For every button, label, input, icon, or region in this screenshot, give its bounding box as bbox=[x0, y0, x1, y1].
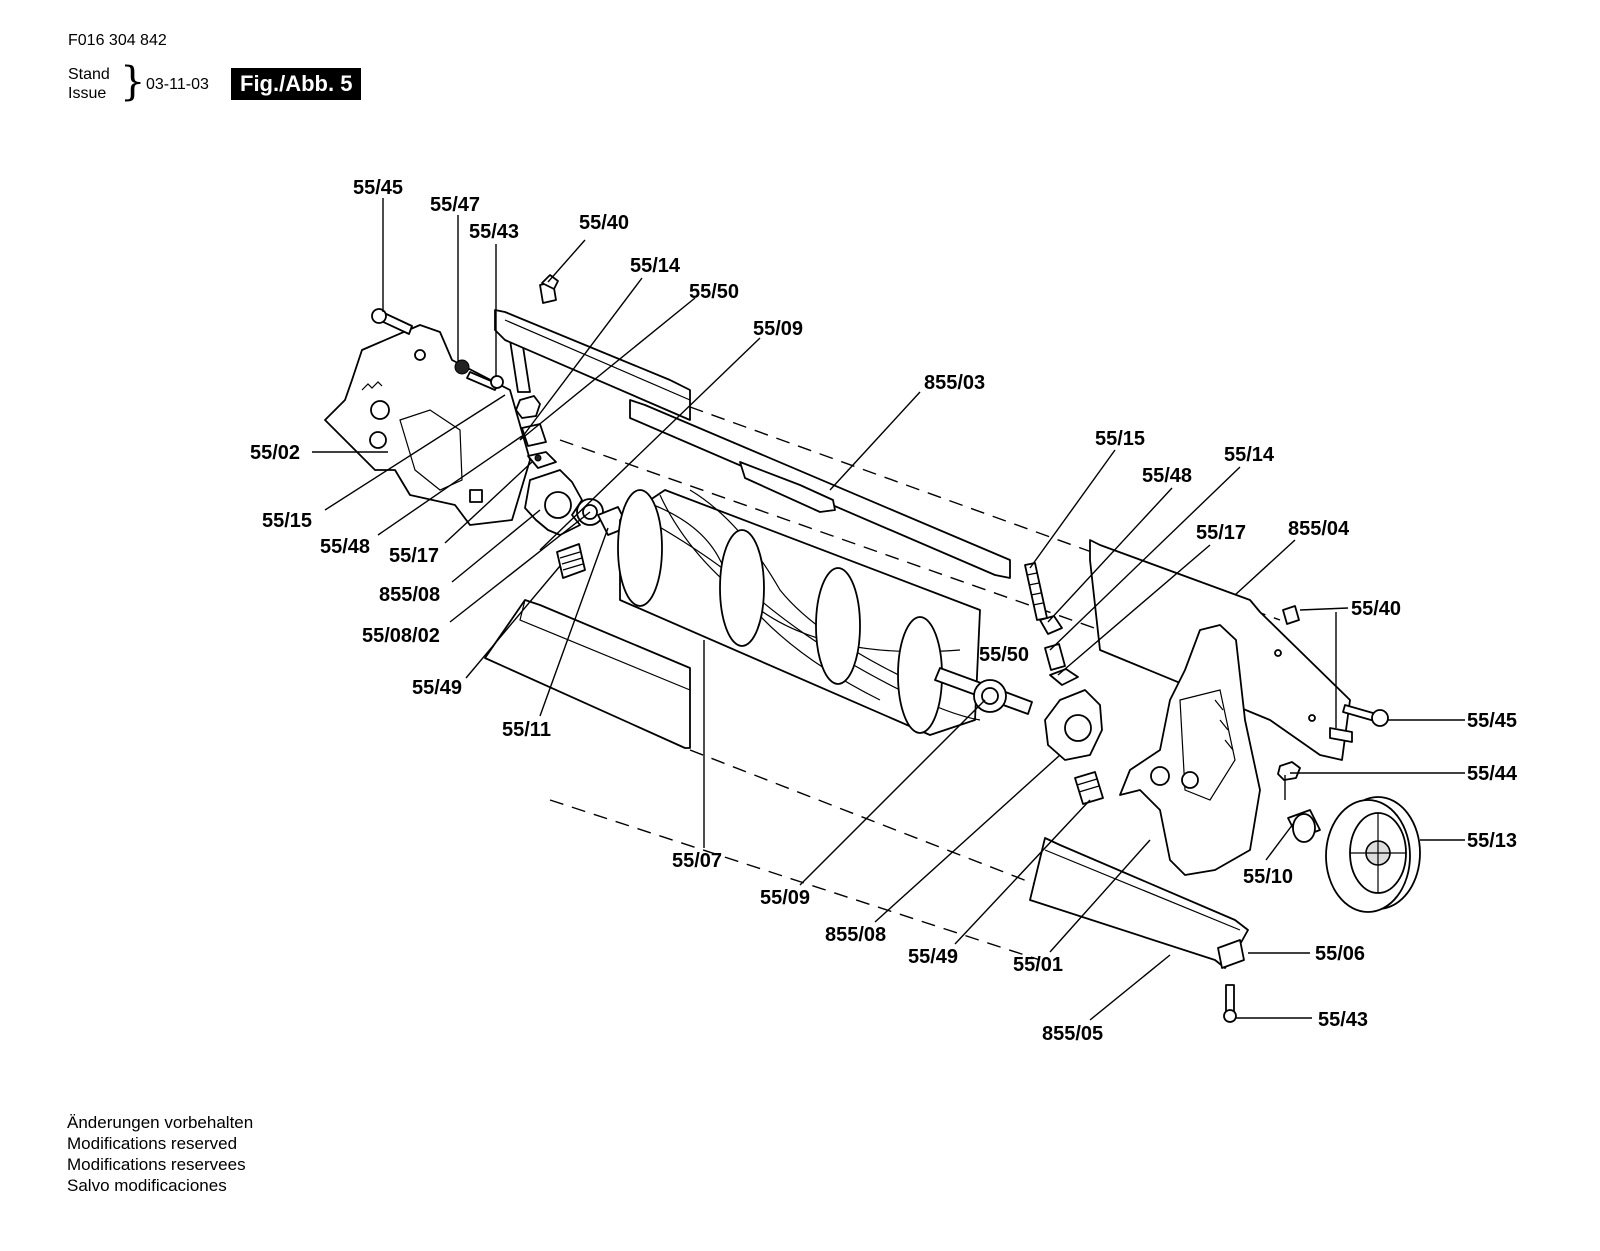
cutting-reel bbox=[617, 489, 1033, 736]
leader-lines bbox=[312, 198, 1465, 1021]
left-bearing-housing bbox=[524, 469, 629, 579]
callout-label: 55/45 bbox=[353, 177, 403, 199]
footer-notice: Änderungen vorbehalten Modifications res… bbox=[67, 1112, 253, 1196]
callout-label: 55/43 bbox=[469, 221, 519, 243]
footer-line-fr: Modifications reservees bbox=[67, 1155, 246, 1174]
callout-label: 855/08 bbox=[825, 924, 886, 946]
callout-label: 55/14 bbox=[1224, 444, 1275, 466]
upper-cross-bar bbox=[629, 399, 1011, 579]
callout-label: 55/15 bbox=[262, 510, 312, 532]
callout-label: 55/02 bbox=[250, 442, 300, 464]
right-bearing-housing bbox=[1024, 562, 1104, 805]
callout-label: 55/01 bbox=[1013, 954, 1063, 976]
issue-label: Issue bbox=[68, 85, 107, 102]
callout-label: 855/08 bbox=[379, 584, 440, 606]
callout-label: 55/17 bbox=[389, 545, 439, 567]
callout-labels: 55/45 55/47 55/43 55/40 55/14 55/50 55/0… bbox=[250, 177, 1518, 1045]
callout-label: 55/08/02 bbox=[362, 625, 440, 647]
callout-label: 55/10 bbox=[1243, 866, 1293, 888]
callout-label: 55/17 bbox=[1196, 522, 1246, 544]
footer-line-de: Änderungen vorbehalten bbox=[67, 1113, 254, 1132]
right-side-plate bbox=[1119, 624, 1261, 876]
footer-line-en: Modifications reserved bbox=[67, 1134, 238, 1153]
brace-icon: } bbox=[120, 59, 146, 105]
callout-label: 55/48 bbox=[320, 536, 370, 558]
stand-label: Stand bbox=[68, 66, 110, 83]
front-roller-left bbox=[484, 599, 691, 749]
right-fasteners bbox=[1277, 605, 1389, 843]
front-roller-right bbox=[1029, 837, 1249, 1023]
callout-label: 855/05 bbox=[1042, 1023, 1103, 1045]
roller-wheel bbox=[1325, 796, 1421, 913]
callout-label: 55/49 bbox=[908, 946, 958, 968]
callout-label: 55/43 bbox=[1318, 1009, 1368, 1031]
issue-date: 03-11-03 bbox=[146, 76, 209, 93]
callout-label: 55/40 bbox=[1351, 598, 1401, 620]
callout-label: 855/03 bbox=[924, 372, 985, 394]
document-number: F016 304 842 bbox=[68, 32, 167, 49]
callout-label: 55/50 bbox=[689, 281, 739, 303]
callout-label: 55/45 bbox=[1467, 710, 1517, 732]
left-fasteners bbox=[371, 274, 559, 469]
callout-label: 855/04 bbox=[1288, 518, 1350, 540]
figure-label: Fig./Abb. 5 bbox=[231, 68, 362, 100]
callout-label: 55/14 bbox=[630, 255, 681, 277]
callout-label: 55/13 bbox=[1467, 830, 1517, 852]
callout-label: 55/09 bbox=[760, 887, 810, 909]
callout-label: 55/49 bbox=[412, 677, 462, 699]
issue-block: Stand Issue } 03-11-03 Fig./Abb. 5 bbox=[68, 60, 398, 106]
callout-label: 55/50 bbox=[979, 644, 1029, 666]
callout-label: 55/11 bbox=[502, 719, 551, 741]
callout-label: 55/40 bbox=[579, 212, 629, 234]
callout-label: 55/48 bbox=[1142, 465, 1192, 487]
callout-label: 55/47 bbox=[430, 194, 480, 216]
callout-label: 55/09 bbox=[753, 318, 803, 340]
callout-label: 55/44 bbox=[1467, 763, 1518, 785]
callout-label: 55/15 bbox=[1095, 428, 1145, 450]
callout-label: 55/06 bbox=[1315, 943, 1365, 965]
left-side-plate bbox=[324, 324, 531, 526]
callout-label: 55/07 bbox=[672, 850, 722, 872]
footer-line-es: Salvo modificaciones bbox=[67, 1176, 227, 1195]
